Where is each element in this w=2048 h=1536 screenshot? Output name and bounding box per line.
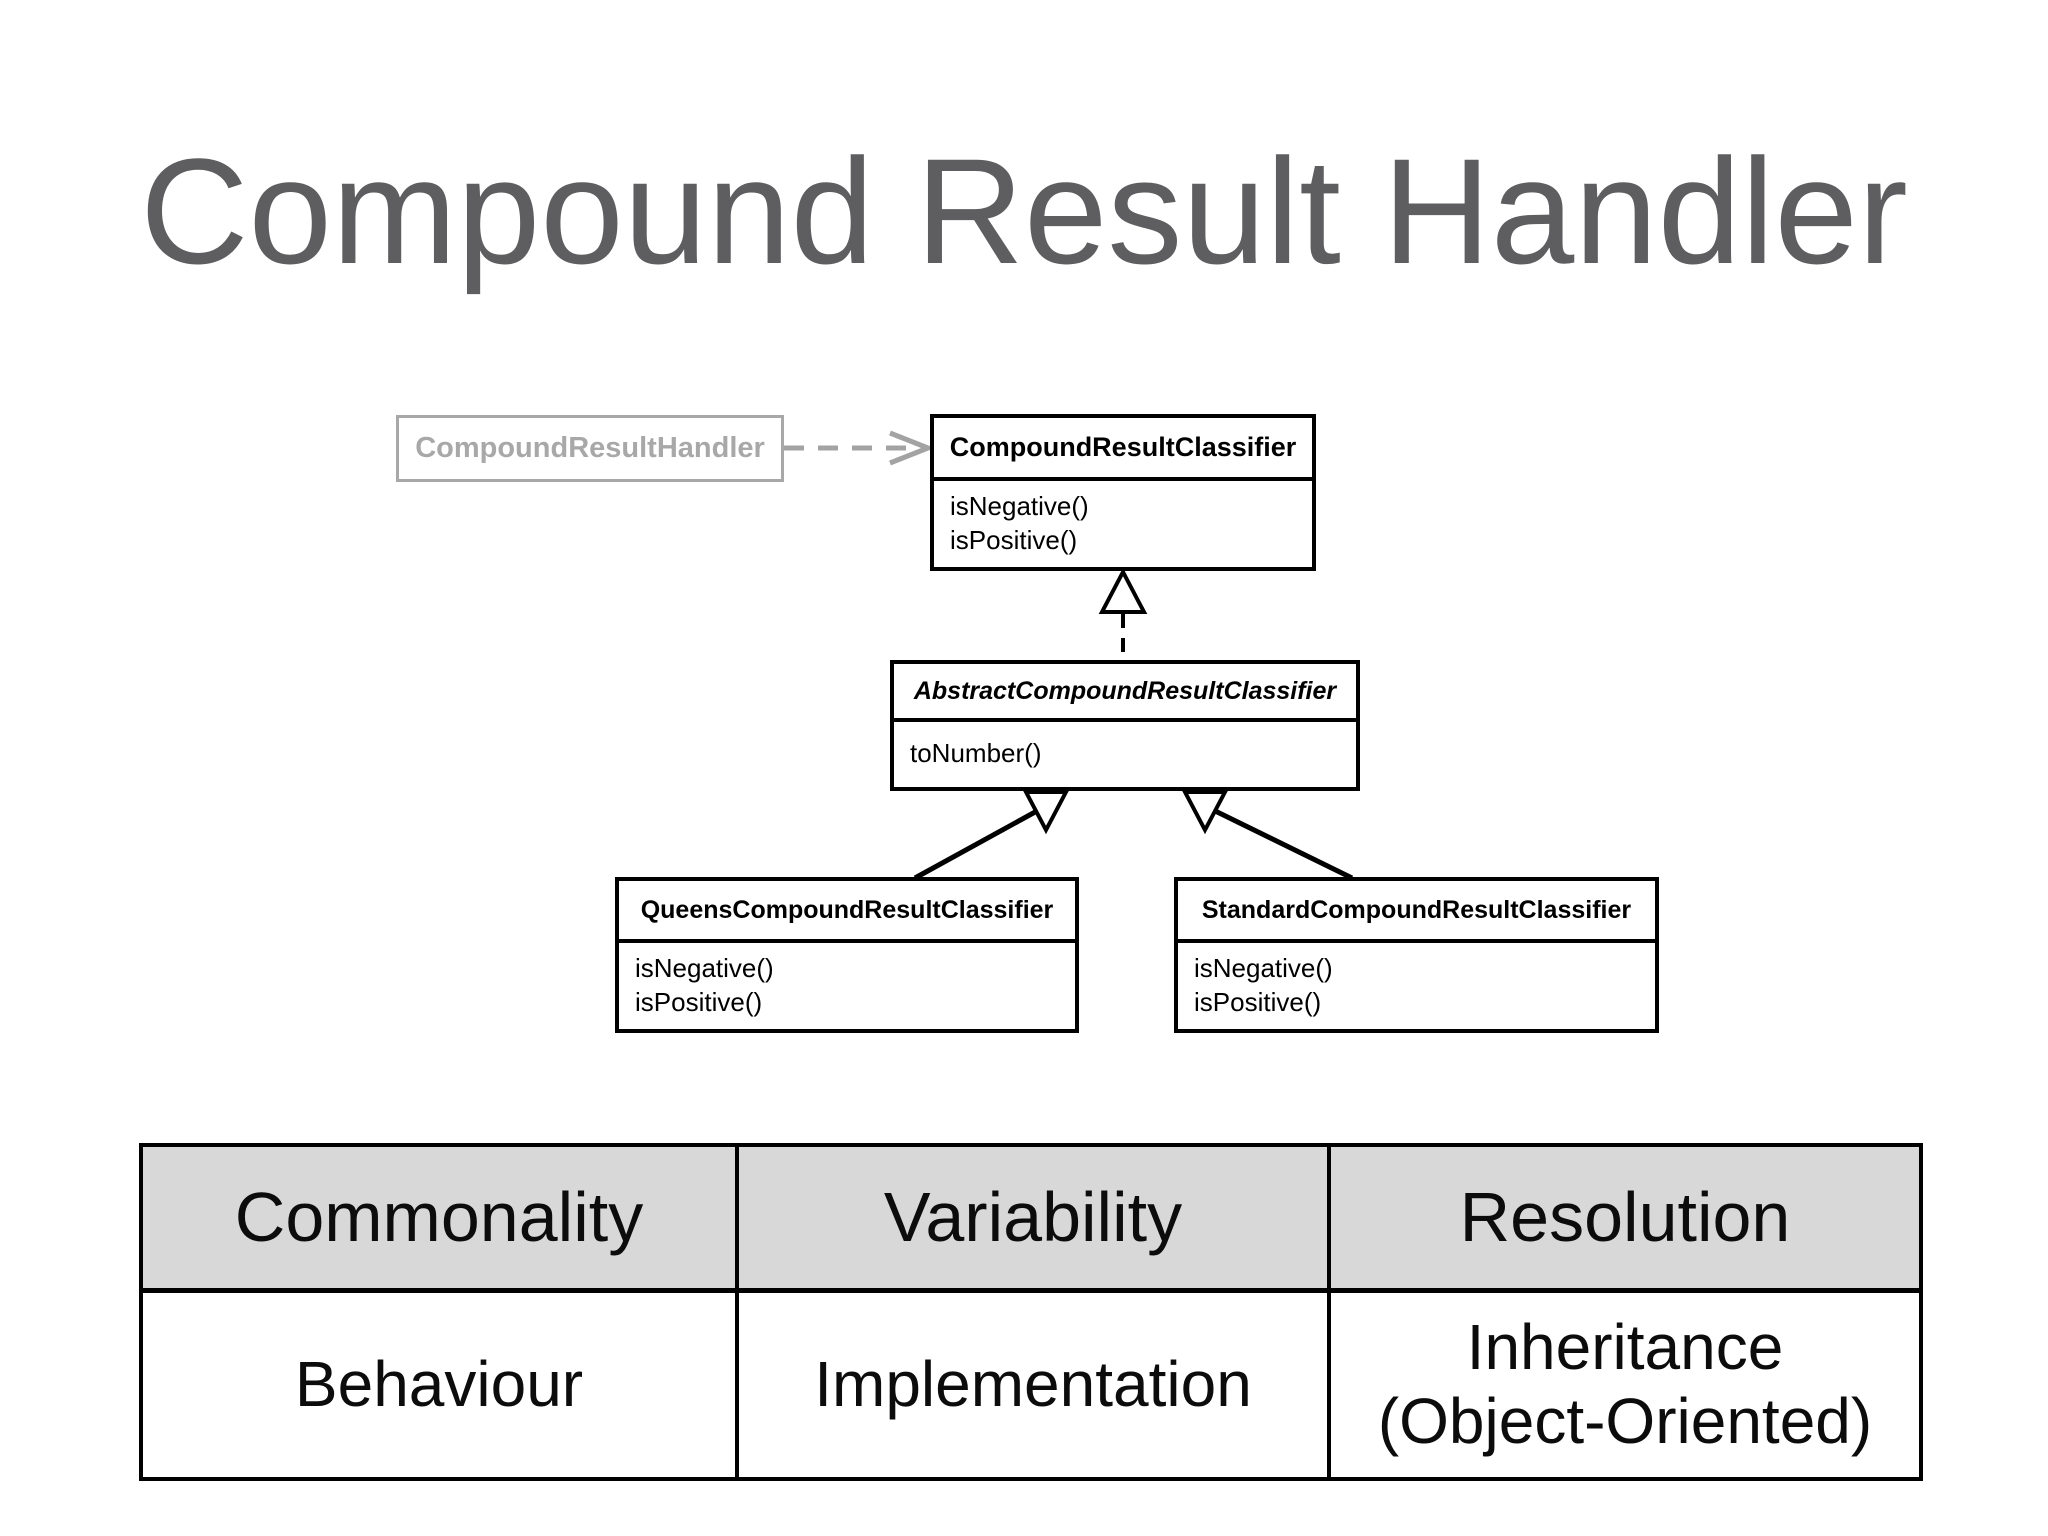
uml-class-name: AbstractCompoundResultClassifier	[894, 664, 1356, 722]
uml-methods-compartment: isNegative() isPositive()	[619, 943, 1075, 1019]
uml-class-name: CompoundResultHandler	[415, 432, 765, 464]
uml-class-name: QueensCompoundResultClassifier	[619, 881, 1075, 943]
uml-methods-compartment: toNumber()	[894, 722, 1356, 770]
generalization-arrow-right-icon	[1181, 790, 1354, 881]
uml-class-name: CompoundResultClassifier	[934, 418, 1312, 481]
uml-method: isNegative()	[950, 491, 1089, 521]
table-cell-variability: Implementation	[735, 1293, 1327, 1477]
uml-method: toNumber()	[910, 738, 1042, 768]
uml-method: isNegative()	[1194, 953, 1333, 983]
table-cell-resolution: Inheritance (Object-Oriented)	[1327, 1293, 1919, 1477]
table-header-variability: Variability	[735, 1147, 1327, 1293]
uml-class-queens-compound-result-classifier: QueensCompoundResultClassifier isNegativ…	[615, 877, 1079, 1033]
uml-methods-compartment: isNegative() isPositive()	[934, 481, 1312, 557]
table-header-resolution: Resolution	[1327, 1147, 1919, 1293]
uml-class-compound-result-classifier: CompoundResultClassifier isNegative() is…	[930, 414, 1316, 571]
uml-method: isPositive()	[1194, 987, 1322, 1017]
uml-method: isPositive()	[635, 987, 763, 1017]
uml-method: isNegative()	[635, 953, 774, 983]
table-cell-commonality: Behaviour	[294, 1348, 584, 1421]
uml-method: isPositive()	[950, 525, 1078, 555]
dependency-arrow-icon	[784, 430, 935, 466]
commonality-variability-table: Commonality Variability Resolution Behav…	[139, 1143, 1923, 1481]
table-header-commonality: Commonality	[143, 1147, 735, 1293]
uml-class-abstract-compound-result-classifier: AbstractCompoundResultClassifier toNumbe…	[890, 660, 1360, 791]
uml-class-compound-result-handler: CompoundResultHandler	[396, 415, 784, 482]
uml-class-standard-compound-result-classifier: StandardCompoundResultClassifier isNegat…	[1174, 877, 1659, 1033]
page-title: Compound Result Handler	[140, 127, 1908, 295]
uml-methods-compartment: isNegative() isPositive()	[1178, 943, 1655, 1019]
uml-class-name: StandardCompoundResultClassifier	[1178, 881, 1655, 943]
realization-arrow-icon	[1098, 567, 1148, 662]
generalization-arrow-left-icon	[913, 790, 1070, 881]
